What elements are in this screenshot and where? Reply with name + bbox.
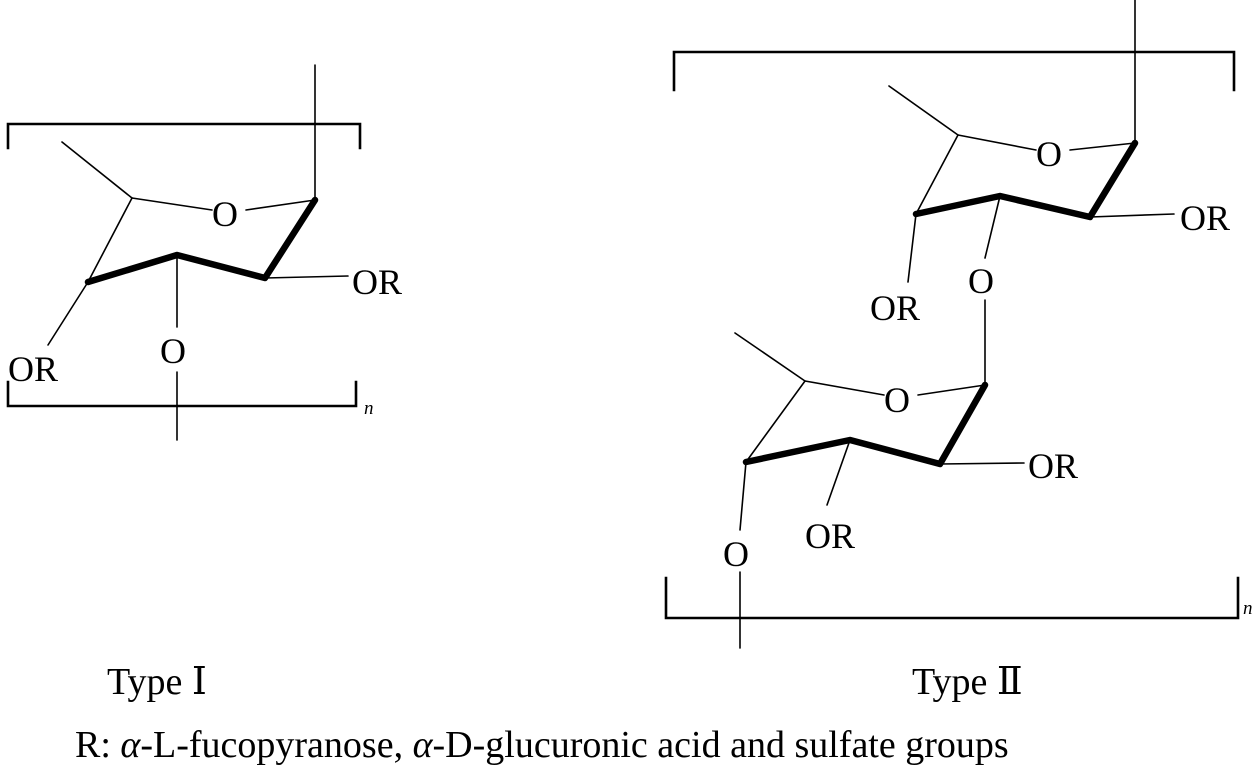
- type-two-lower-ring-oxygen: O: [884, 380, 910, 420]
- type-two-lower-linkage-oxygen: O: [723, 534, 749, 574]
- type-one-ring-bond: [131, 197, 213, 211]
- type-two-upper-methyl-bond: [888, 85, 959, 136]
- type-two-upper-c2-bond: [1089, 213, 1175, 218]
- caption-part-2: -D-glucuronic acid and sulfate groups: [433, 724, 1009, 766]
- type-two-upper-c4-bond: [907, 213, 917, 283]
- type-one-methyl-bond: [61, 141, 133, 199]
- type-one-top-bracket: [6, 122, 362, 150]
- type-two-lower-c2-substituent: OR: [1028, 446, 1078, 486]
- type-one-ring-bond: [87, 197, 133, 283]
- caption-prefix: R:: [75, 724, 120, 766]
- type-two-upper-c2-substituent: OR: [1180, 198, 1230, 238]
- type-two-upper-ring-bond: [1069, 142, 1136, 151]
- type-two-lower-ring-bond: [917, 384, 986, 396]
- type-two-upper-ring-oxygen: O: [1036, 134, 1062, 174]
- caption-part-1: -L-fucopyranose,: [140, 724, 412, 766]
- type-two-lower-c2-bond: [939, 462, 1025, 465]
- type-two-upper-c3-bond: [984, 195, 1001, 259]
- type-two-upper-front-edge: [912, 139, 1139, 221]
- caption: R: α-L-fucopyranose, α-D-glucuronic acid…: [75, 724, 1009, 766]
- type-two-upper-linkage-oxygen: O: [968, 261, 994, 301]
- type-two-lower-methyl-bond: [734, 332, 806, 382]
- type-two-lower-c3-substituent: OR: [805, 516, 855, 556]
- type-two-label: Type Ⅱ: [912, 661, 1023, 703]
- caption-alpha-1: α: [120, 724, 141, 766]
- type-one-c2-substituent: OR: [352, 262, 402, 302]
- type-one-c4-bond: [47, 281, 89, 346]
- type-one-ring-bond: [245, 199, 316, 211]
- type-two-upper-c4-substituent: OR: [870, 288, 920, 328]
- type-one-bottom-bracket: [6, 380, 358, 408]
- type-two-bottom-bracket: [664, 576, 1240, 620]
- type-two-repeat-subscript: n: [1243, 598, 1253, 619]
- type-two-top-bracket: [672, 50, 1236, 92]
- type-two-lower-ring-bond: [804, 380, 885, 396]
- type-one-front-edge: [84, 196, 319, 286]
- type-two-lower-ring-bond: [745, 380, 806, 463]
- type-two-structure: O OR OR O O OR OR O n Type Ⅱ: [664, 0, 1253, 703]
- type-one-ring-oxygen: O: [212, 194, 238, 234]
- type-two-lower-front-edge: [742, 381, 989, 468]
- type-one-c4-substituent: OR: [8, 349, 58, 389]
- type-two-upper-ring-bond: [957, 134, 1037, 151]
- type-two-lower-c3-bond: [826, 439, 851, 506]
- type-one-linkage-oxygen: O: [160, 331, 186, 371]
- type-two-lower-c4-bond: [739, 461, 747, 531]
- type-one-repeat-subscript: n: [364, 398, 374, 419]
- type-one-c2-bond: [264, 275, 349, 279]
- type-two-upper-ring-bond: [915, 134, 959, 215]
- type-one-label: Type Ⅰ: [107, 661, 207, 703]
- caption-alpha-2: α: [413, 724, 434, 766]
- type-one-structure: O OR OR O n Type Ⅰ: [6, 64, 402, 703]
